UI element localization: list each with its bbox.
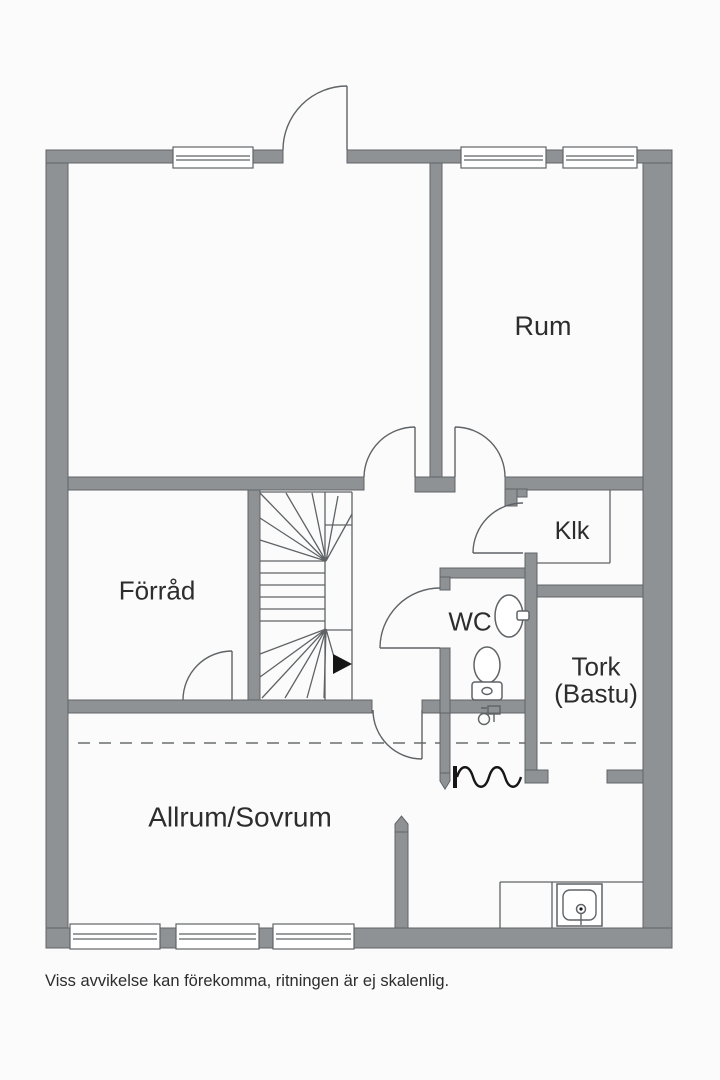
kitchen-sink <box>556 883 603 927</box>
sauna-heater <box>453 766 523 788</box>
window <box>460 146 547 169</box>
entrance-door <box>282 85 348 151</box>
window <box>562 146 638 169</box>
room-label-tork-bastu: Tork (Bastu) <box>554 651 638 709</box>
wc-fixtures <box>471 594 530 726</box>
window <box>69 923 161 950</box>
room-label-forrad: Förråd <box>118 575 196 606</box>
door <box>379 587 441 649</box>
window <box>272 923 355 950</box>
stair-direction-arrow <box>333 654 352 674</box>
door <box>454 426 506 478</box>
door <box>472 502 524 554</box>
walls <box>45 149 673 949</box>
room-label-klk: Klk <box>554 516 590 545</box>
door <box>182 650 233 701</box>
staircase <box>259 491 353 700</box>
toilet <box>471 646 503 701</box>
room-label-rum: Rum <box>514 310 572 341</box>
room-label-allrum-sovrum: Allrum/Sovrum <box>148 801 332 833</box>
disclaimer-text: Viss avvikelse kan förekomma, ritningen … <box>45 972 450 990</box>
doors <box>182 85 524 760</box>
water-valve-symbol <box>477 705 501 726</box>
wc-sink <box>494 594 530 638</box>
window <box>172 146 254 169</box>
kitchen-counter <box>499 881 643 928</box>
room-label-wc: WC <box>448 606 492 637</box>
windows <box>69 146 638 950</box>
room-label-tork-line2: (Bastu) <box>554 679 638 709</box>
door <box>372 709 423 760</box>
klk-partition-lines <box>537 490 611 564</box>
window <box>175 923 260 950</box>
door <box>363 426 416 478</box>
room-label-tork-line1: Tork <box>571 651 621 682</box>
